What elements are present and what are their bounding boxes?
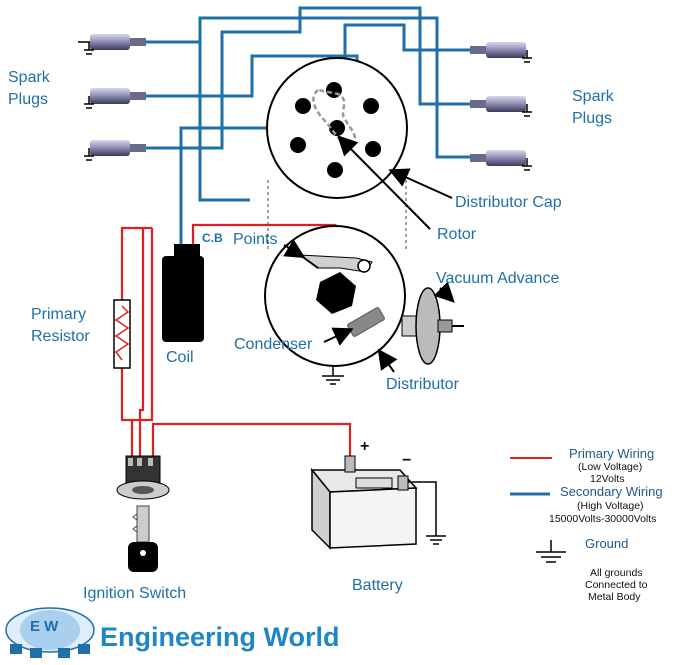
ignition-coil [162, 244, 204, 342]
brand-name: Engineering World [100, 622, 340, 652]
rotor-label: Rotor [437, 226, 477, 243]
battery-negative-sign: − [402, 452, 412, 469]
legend-ground-sub1: All grounds [590, 567, 643, 579]
ignition-switch-label: Ignition Switch [83, 585, 187, 602]
legend-secondary-sub1: (High Voltage) [577, 500, 644, 512]
battery-positive-sign: + [360, 438, 370, 455]
vacuum-advance [401, 287, 464, 365]
legend-ground-sub2: Connected to [585, 579, 648, 591]
primary-resistor-label-1: Primary [31, 306, 87, 323]
spark-plugs-right-label-2: Plugs [572, 110, 613, 127]
legend-graphics [510, 457, 566, 563]
legend-primary-sub2: 12Volts [590, 473, 625, 485]
distributor-body [264, 225, 406, 367]
ignition-switch [116, 455, 170, 572]
condenser-label: Condenser [234, 336, 313, 353]
spark-plug-left-3 [84, 140, 146, 161]
primary-resistor-label-2: Resistor [31, 328, 90, 345]
cb-label: C.B [202, 231, 223, 245]
legend-ground-title: Ground [585, 536, 629, 551]
battery-label: Battery [352, 577, 403, 594]
battery-ground-wire [408, 481, 446, 545]
vacuum-advance-label: Vacuum Advance [436, 270, 560, 287]
coil-label: Coil [166, 349, 194, 366]
spark-plug-right-1 [470, 42, 532, 63]
legend-primary-sub1: (Low Voltage) [578, 461, 643, 473]
spark-plug-right-3 [470, 150, 532, 171]
legend-secondary-sub2: 15000Volts-30000Volts [549, 513, 657, 525]
points-label: Points [233, 231, 278, 248]
distributor-ground-icon [322, 366, 344, 385]
battery [310, 455, 418, 550]
distributor-cap-label: Distributor Cap [455, 194, 562, 211]
engineering-world-logo [5, 607, 95, 658]
spark-plug-right-2 [470, 96, 532, 117]
primary-resistor [113, 299, 131, 369]
legend-ground-sub3: Metal Body [588, 591, 641, 603]
spark-plug-left-1 [78, 34, 146, 55]
spark-plugs-right-label-1: Spark [572, 88, 614, 105]
legend-primary-title: Primary Wiring [569, 446, 655, 461]
spark-plugs-left-label-1: Spark [8, 69, 50, 86]
distributor-cap [266, 57, 408, 199]
legend-secondary-title: Secondary Wiring [560, 484, 663, 499]
label-arrows [283, 135, 455, 373]
spark-plugs-left-label-2: Plugs [8, 91, 49, 108]
spark-plug-left-2 [84, 88, 146, 109]
distributor-label: Distributor [386, 376, 459, 393]
logo-text: E W [30, 618, 59, 635]
secondary-wiring [146, 6, 470, 246]
